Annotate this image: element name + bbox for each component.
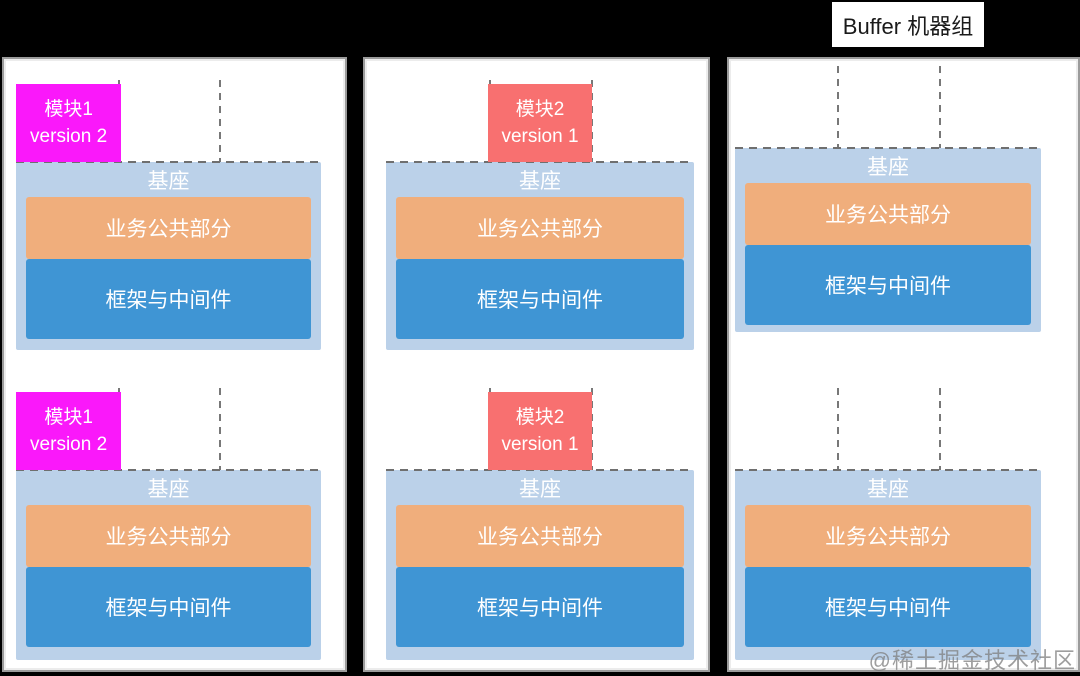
- business-common-layer: 业务公共部分: [396, 505, 684, 567]
- base-label: 基座: [867, 477, 909, 501]
- slot-divider-line: [938, 388, 941, 470]
- base-block: 基座 业务公共部分 框架与中间件: [735, 469, 1041, 660]
- base-block: 基座 业务公共部分 框架与中间件: [16, 161, 321, 350]
- server-instance: 基座 业务公共部分 框架与中间件: [735, 66, 1041, 332]
- module-version: version 2: [30, 126, 108, 147]
- framework-middleware-layer: 框架与中间件: [396, 567, 684, 647]
- server-instance: 模块2 version 1 基座 业务公共部分 框架与中间件: [386, 80, 694, 350]
- business-common-layer: 业务公共部分: [26, 505, 311, 567]
- framework-middleware-layer: 框架与中间件: [745, 245, 1031, 325]
- module-title: 模块1: [44, 407, 93, 428]
- watermark: @稀土掘金技术社区: [868, 648, 1076, 673]
- module-slot-area: [735, 66, 1041, 148]
- module-version: version 1: [501, 434, 579, 455]
- slot-divider-line: [219, 388, 222, 470]
- module2-block: 模块2 version 1: [488, 84, 592, 162]
- base-block: 基座 业务公共部分 框架与中间件: [16, 469, 321, 660]
- machine-panel-1: 模块1 version 2 基座 业务公共部分 框架与中间件 模块1 versi…: [2, 57, 347, 672]
- module-title: 模块1: [44, 99, 93, 120]
- slot-divider-line: [591, 80, 594, 162]
- business-common-layer: 业务公共部分: [396, 197, 684, 259]
- module-slot-area: 模块2 version 1: [386, 80, 694, 162]
- business-common-layer: 业务公共部分: [745, 183, 1031, 245]
- buffer-group-label: Buffer 机器组: [832, 2, 984, 47]
- slot-divider-line: [836, 66, 839, 148]
- server-instance: 基座 业务公共部分 框架与中间件: [735, 388, 1041, 660]
- module2-block: 模块2 version 1: [488, 392, 592, 470]
- machine-panel-2: 模块2 version 1 基座 业务公共部分 框架与中间件 模块2 versi…: [363, 57, 710, 672]
- framework-middleware-layer: 框架与中间件: [745, 567, 1031, 647]
- module-slot-area: 模块2 version 1: [386, 388, 694, 470]
- module-version: version 2: [30, 434, 108, 455]
- base-block: 基座 业务公共部分 框架与中间件: [386, 161, 694, 350]
- module-slot-area: 模块1 version 2: [16, 388, 321, 470]
- server-instance: 模块1 version 2 基座 业务公共部分 框架与中间件: [16, 388, 321, 660]
- base-block: 基座 业务公共部分 框架与中间件: [735, 147, 1041, 332]
- base-label: 基座: [867, 155, 909, 179]
- base-label: 基座: [519, 169, 561, 193]
- business-common-layer: 业务公共部分: [745, 505, 1031, 567]
- slot-divider-line: [219, 80, 222, 162]
- slot-divider-line: [938, 66, 941, 148]
- module-title: 模块2: [515, 99, 565, 120]
- business-common-layer: 业务公共部分: [26, 197, 311, 259]
- slot-divider-line: [591, 388, 594, 470]
- framework-middleware-layer: 框架与中间件: [26, 567, 311, 647]
- machine-panel-buffer: 基座 业务公共部分 框架与中间件 基座 业务公共部分 框架与中间件: [727, 57, 1080, 672]
- slot-divider-line: [836, 388, 839, 470]
- module-slot-area: 模块1 version 2: [16, 80, 321, 162]
- module-version: version 1: [501, 126, 579, 147]
- framework-middleware-layer: 框架与中间件: [26, 259, 311, 339]
- module1-block: 模块1 version 2: [16, 392, 122, 470]
- module1-block: 模块1 version 2: [16, 84, 122, 162]
- server-instance: 模块2 version 1 基座 业务公共部分 框架与中间件: [386, 388, 694, 660]
- base-label: 基座: [147, 477, 190, 501]
- base-label: 基座: [147, 169, 190, 193]
- framework-middleware-layer: 框架与中间件: [396, 259, 684, 339]
- module-title: 模块2: [515, 407, 565, 428]
- base-block: 基座 业务公共部分 框架与中间件: [386, 469, 694, 660]
- base-label: 基座: [519, 477, 561, 501]
- server-instance: 模块1 version 2 基座 业务公共部分 框架与中间件: [16, 80, 321, 350]
- module-slot-area: [735, 388, 1041, 470]
